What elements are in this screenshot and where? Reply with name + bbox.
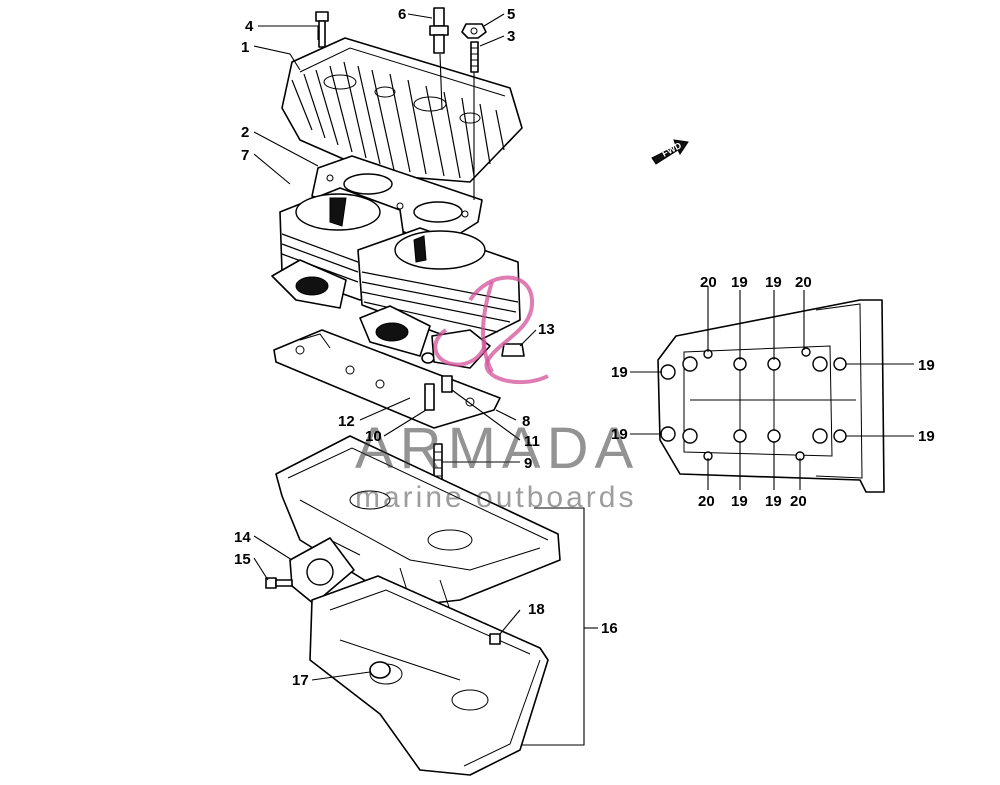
flange-nut — [461, 23, 487, 39]
callout-6: 6 — [398, 6, 406, 23]
top-view-callout-19-right-2: 19 — [918, 428, 935, 445]
callout-15: 15 — [234, 551, 251, 568]
head-gasket — [311, 155, 483, 247]
head-stud — [470, 41, 479, 73]
callout-13: 13 — [538, 321, 555, 338]
top-view-callout-20-d: 20 — [790, 493, 807, 510]
callout-3: 3 — [507, 28, 515, 45]
callout-1: 1 — [241, 39, 249, 56]
callout-9: 9 — [524, 455, 532, 472]
cylinder-block — [271, 187, 521, 357]
top-view-callout-20-b: 20 — [795, 274, 812, 291]
cylinder-fins — [281, 233, 519, 333]
bolt-holes — [660, 347, 847, 461]
top-view-callout-20-a: 20 — [700, 274, 717, 291]
watermark-subtitle: marine outboards — [355, 481, 636, 514]
cylinder-head — [281, 37, 523, 183]
callout-18: 18 — [528, 601, 545, 618]
callout-12: 12 — [338, 413, 355, 430]
dowel-pin — [424, 383, 435, 411]
washer — [421, 352, 435, 364]
top-view-callout-19-d: 19 — [765, 493, 782, 510]
oil-seal — [369, 661, 391, 679]
top-view-callout-19-b: 19 — [765, 274, 782, 291]
callout-7: 7 — [241, 147, 249, 164]
callout-2: 2 — [241, 124, 249, 141]
intake-flange — [289, 537, 355, 605]
callout-5: 5 — [507, 6, 515, 23]
callout-11: 11 — [524, 433, 540, 450]
cap-nut — [501, 343, 525, 357]
lower-crankcase — [309, 575, 549, 776]
top-view-callout-19-a: 19 — [731, 274, 748, 291]
top-view-callout-19-left-1: 19 — [611, 364, 628, 381]
callout-8: 8 — [522, 413, 530, 430]
callout-17: 17 — [292, 672, 309, 689]
armada-watermark: ARMADA marine outboards — [355, 275, 639, 514]
crankcase-top-view — [657, 299, 885, 493]
callout-16: 16 — [601, 620, 618, 637]
armada-logo-icon — [433, 275, 549, 385]
callout-labels: 4 1 6 5 3 2 7 13 12 10 8 11 9 14 15 18 1… — [234, 6, 935, 689]
top-view-callout-19-right-1: 19 — [918, 357, 935, 374]
base-gasket — [273, 329, 501, 429]
leader-lines — [253, 13, 914, 746]
flange-bolt — [265, 577, 293, 589]
bearing-pin — [489, 633, 501, 645]
top-view-callout-19-left-2: 19 — [611, 426, 628, 443]
cylinder-head-fins — [291, 61, 505, 179]
callout-10: 10 — [365, 428, 382, 445]
top-view-callout-20-c: 20 — [698, 493, 715, 510]
watermark-title: ARMADA — [355, 416, 639, 481]
callout-4: 4 — [245, 18, 254, 35]
spark-plug — [429, 7, 449, 54]
top-view-callout-19-c: 19 — [731, 493, 748, 510]
forward-arrow: FWD — [651, 139, 689, 165]
alignment-pin — [441, 375, 453, 393]
head-bolt — [315, 11, 329, 48]
callout-14: 14 — [234, 529, 251, 546]
